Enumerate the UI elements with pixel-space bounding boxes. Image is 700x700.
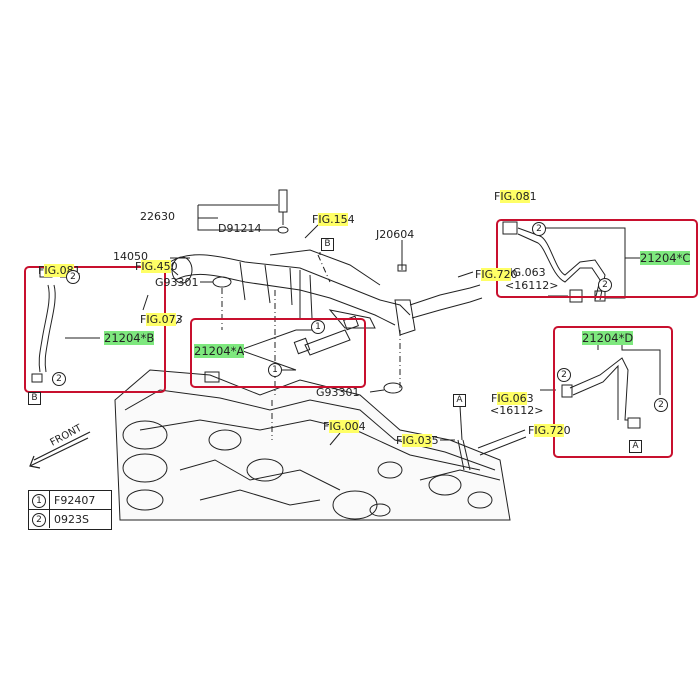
part-number-14050: 14050 bbox=[113, 250, 148, 263]
marker-2-box-c-top: 2 bbox=[532, 222, 546, 236]
part-label-21204-b: 21204*B bbox=[104, 331, 155, 345]
part-label-21204-c: 21204*C bbox=[640, 251, 691, 265]
marker-a-right: A bbox=[629, 440, 642, 453]
marker-2-box-b-top: 2 bbox=[66, 270, 80, 284]
fig-ref-063-b: FIG.063 bbox=[491, 392, 534, 405]
fig-ref-450: FIG.450 bbox=[135, 260, 178, 273]
legend-num: 1 bbox=[32, 494, 46, 508]
legend-code: F92407 bbox=[54, 494, 96, 507]
fig-ref-004: FIG.004 bbox=[323, 420, 366, 433]
fig-ref-073: FIG.073 bbox=[140, 313, 183, 326]
part-number-g93301-lower: G93301 bbox=[316, 386, 360, 399]
marker-b-left: B bbox=[28, 392, 41, 405]
marker-b-top: B bbox=[321, 238, 334, 251]
fig-ref-063-a: FIG.063 bbox=[503, 266, 546, 279]
part-number-g93301-upper: G93301 bbox=[155, 276, 199, 289]
part-number-j20604: J20604 bbox=[376, 228, 415, 241]
legend-row: 2 0923S bbox=[29, 510, 111, 528]
marker-2-box-b-bottom: 2 bbox=[52, 372, 66, 386]
marker-1-box-a-top: 1 bbox=[311, 320, 325, 334]
legend-row: 1 F92407 bbox=[29, 491, 111, 510]
fig-ref-035: FIG.035 bbox=[396, 434, 439, 447]
part-label-21204-d: 21204*D bbox=[582, 331, 634, 345]
part-label-21204-a: 21204*A bbox=[194, 344, 245, 358]
legend-code: 0923S bbox=[54, 513, 89, 526]
callout-box-a bbox=[190, 318, 366, 388]
fig-ref-720-b: FIG.720 bbox=[528, 424, 571, 437]
fig-ref-081-right: FIG.081 bbox=[494, 190, 537, 203]
marker-2-box-c-bottom: 2 bbox=[598, 278, 612, 292]
callout-box-b bbox=[24, 266, 166, 393]
marker-a-mid: A bbox=[453, 394, 466, 407]
legend: 1 F92407 2 0923S bbox=[28, 490, 112, 530]
part-number-d91214: D91214 bbox=[218, 222, 262, 235]
legend-num: 2 bbox=[32, 513, 46, 527]
marker-1-box-a-bottom: 1 bbox=[268, 363, 282, 377]
sub-ref-16112-a: <16112> bbox=[505, 279, 559, 292]
front-arrow bbox=[29, 431, 91, 469]
sub-ref-16112-b: <16112> bbox=[490, 404, 544, 417]
fig-ref-720-a: FIG.720 bbox=[475, 268, 518, 281]
callout-box-c bbox=[496, 219, 698, 298]
part-number-22630: 22630 bbox=[140, 210, 175, 223]
marker-2-box-d-left: 2 bbox=[557, 368, 571, 382]
marker-2-box-d-right: 2 bbox=[654, 398, 668, 412]
fig-ref-154: FIG.154 bbox=[312, 213, 355, 226]
callout-box-d bbox=[553, 326, 673, 458]
